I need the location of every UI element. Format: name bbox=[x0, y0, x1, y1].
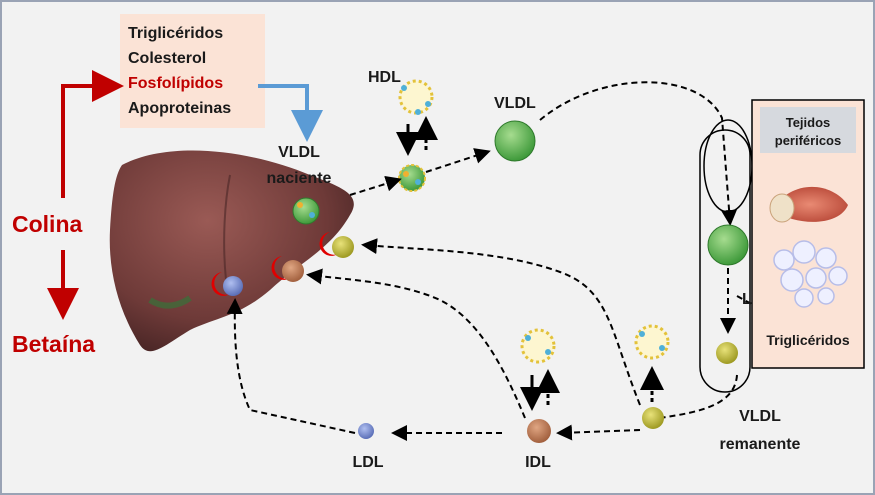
vldl-naciente-label-2: naciente bbox=[267, 170, 332, 187]
vldl-naciente-label-1: VLDL bbox=[278, 144, 320, 161]
colina-label: Colina bbox=[12, 211, 82, 237]
vldl-remanente-label-2: remanente bbox=[720, 436, 801, 453]
lipid-line-apoproteinas: Apoproteinas bbox=[128, 100, 231, 117]
betaina-label: Betaína bbox=[12, 331, 95, 357]
muscle-illustration bbox=[769, 186, 848, 223]
vldl-label: VLDL bbox=[494, 95, 536, 112]
particle-nascent-vldl-in-liver bbox=[292, 197, 320, 225]
particle-remnant-capillary bbox=[716, 342, 738, 364]
adipose-illustration bbox=[773, 240, 848, 308]
tissues-title-2: periféricos bbox=[775, 133, 841, 148]
particle-vldl bbox=[494, 120, 536, 162]
vldl-remanente-label-1: VLDL bbox=[739, 408, 781, 425]
receptor-crescents bbox=[211, 232, 338, 296]
tissues-title-1: Tejidos bbox=[786, 115, 831, 130]
ldl-label: LDL bbox=[352, 454, 383, 471]
lipid-composition-box bbox=[120, 14, 265, 128]
idl-label: IDL bbox=[525, 454, 551, 471]
particle-idl-at-liver bbox=[282, 260, 304, 282]
peripheral-tissues-title-bg bbox=[760, 107, 856, 153]
particle-idl bbox=[527, 419, 551, 443]
lipid-line-trigliceridos: Triglicéridos bbox=[128, 25, 223, 42]
particle-vldl-capillary bbox=[707, 224, 749, 266]
particle-hdl-top bbox=[398, 79, 434, 115]
capillary-outline bbox=[699, 129, 751, 393]
lipid-line-fosfolipidos: Fosfolípidos bbox=[128, 75, 223, 92]
particle-hdl-right bbox=[634, 324, 670, 360]
particle-ldl bbox=[358, 423, 374, 439]
particle-remnant-at-liver bbox=[332, 236, 354, 258]
particle-hdl-idl bbox=[520, 328, 556, 364]
particle-vldl-with-hdl bbox=[398, 164, 426, 192]
particle-vldl-remnant bbox=[642, 407, 664, 429]
lipid-line-colesterol: Colesterol bbox=[128, 50, 206, 67]
liver-illustration bbox=[109, 150, 354, 352]
box-to-nascent-vldl-arrow bbox=[258, 84, 323, 142]
particle-ldl-at-liver bbox=[223, 276, 243, 296]
colina-to-phospholipids-arrow bbox=[61, 70, 124, 198]
trigliceridos-output-label: Triglicéridos bbox=[766, 332, 849, 348]
hdl-label: HDL bbox=[368, 69, 401, 86]
transport-paths bbox=[226, 81, 784, 441]
